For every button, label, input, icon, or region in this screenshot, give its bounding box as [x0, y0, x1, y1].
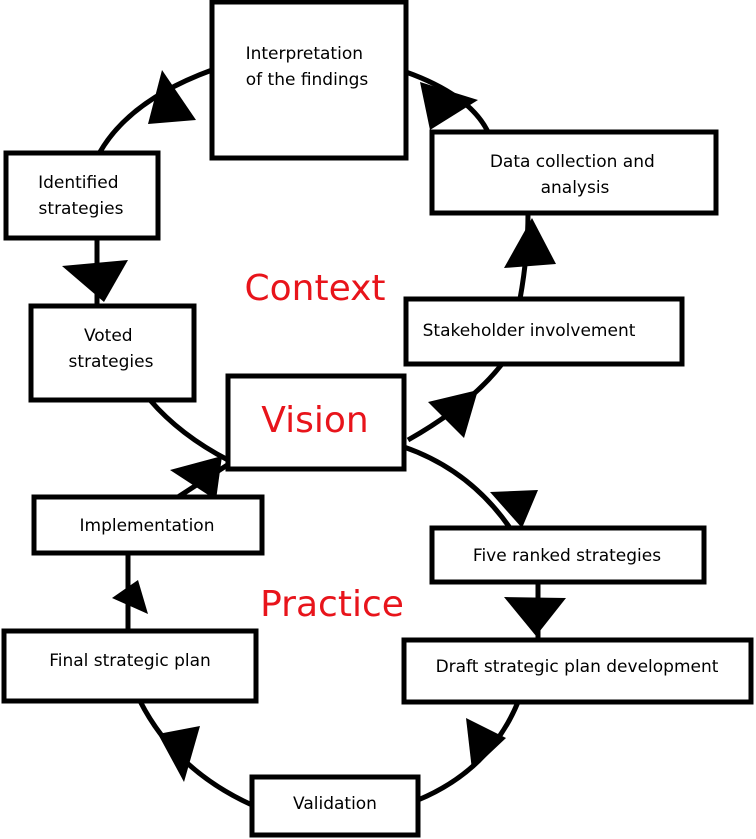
vision-label: Vision [261, 400, 368, 441]
context-label: Context [244, 268, 385, 309]
connector-validation-to-final [137, 699, 254, 808]
five-ranked-box [429, 525, 707, 585]
implementation-label: Implementation [80, 516, 215, 536]
data-collection-label: Data collection and analysis [490, 152, 660, 198]
arrowhead-to-vision [170, 456, 222, 500]
interpretation-label: Interpretation of the findings [246, 44, 369, 90]
identified-strategies-label: Identified strategies [38, 173, 124, 219]
vision-box [225, 373, 407, 472]
implementation-box [31, 494, 265, 556]
stakeholder-box [403, 296, 685, 367]
arrowhead-to-draft [504, 597, 566, 636]
five-ranked-label: Five ranked strategies [473, 546, 661, 566]
connector-identified-to-interpretation [97, 67, 213, 154]
validation-box [249, 774, 421, 838]
voted-strategies-box [28, 303, 197, 403]
arrowhead-to-final [158, 726, 200, 782]
validation-label: Validation [293, 794, 377, 814]
draft-plan-label: Draft strategic plan development [436, 657, 719, 677]
voted-strategies-label: Voted strategies [69, 326, 154, 372]
arrowhead-to-ranked [490, 490, 538, 528]
final-plan-label: Final strategic plan [49, 651, 211, 671]
draft-plan-box [401, 637, 754, 705]
connector-draft-to-validation [417, 701, 521, 803]
interpretation-box [209, 0, 409, 161]
connector-vision-to-ranked [403, 444, 513, 530]
arrowhead-to-data-collection [504, 218, 556, 268]
connector-voted-to-vision [148, 398, 230, 463]
arrowhead-to-implementation [112, 580, 148, 614]
arrowhead-to-validation [466, 718, 506, 770]
arrowhead-to-interpretation-left [148, 70, 196, 124]
stakeholder-label: Stakeholder involvement [423, 321, 636, 341]
data-collection-box [429, 129, 719, 216]
arrowhead-to-stakeholder [428, 390, 478, 438]
identified-strategies-box [3, 150, 161, 241]
practice-label: Practice [260, 584, 404, 625]
final-plan-box [1, 628, 259, 704]
arrowhead-to-interpretation-right [420, 82, 478, 130]
arrowhead-to-voted [62, 260, 128, 302]
